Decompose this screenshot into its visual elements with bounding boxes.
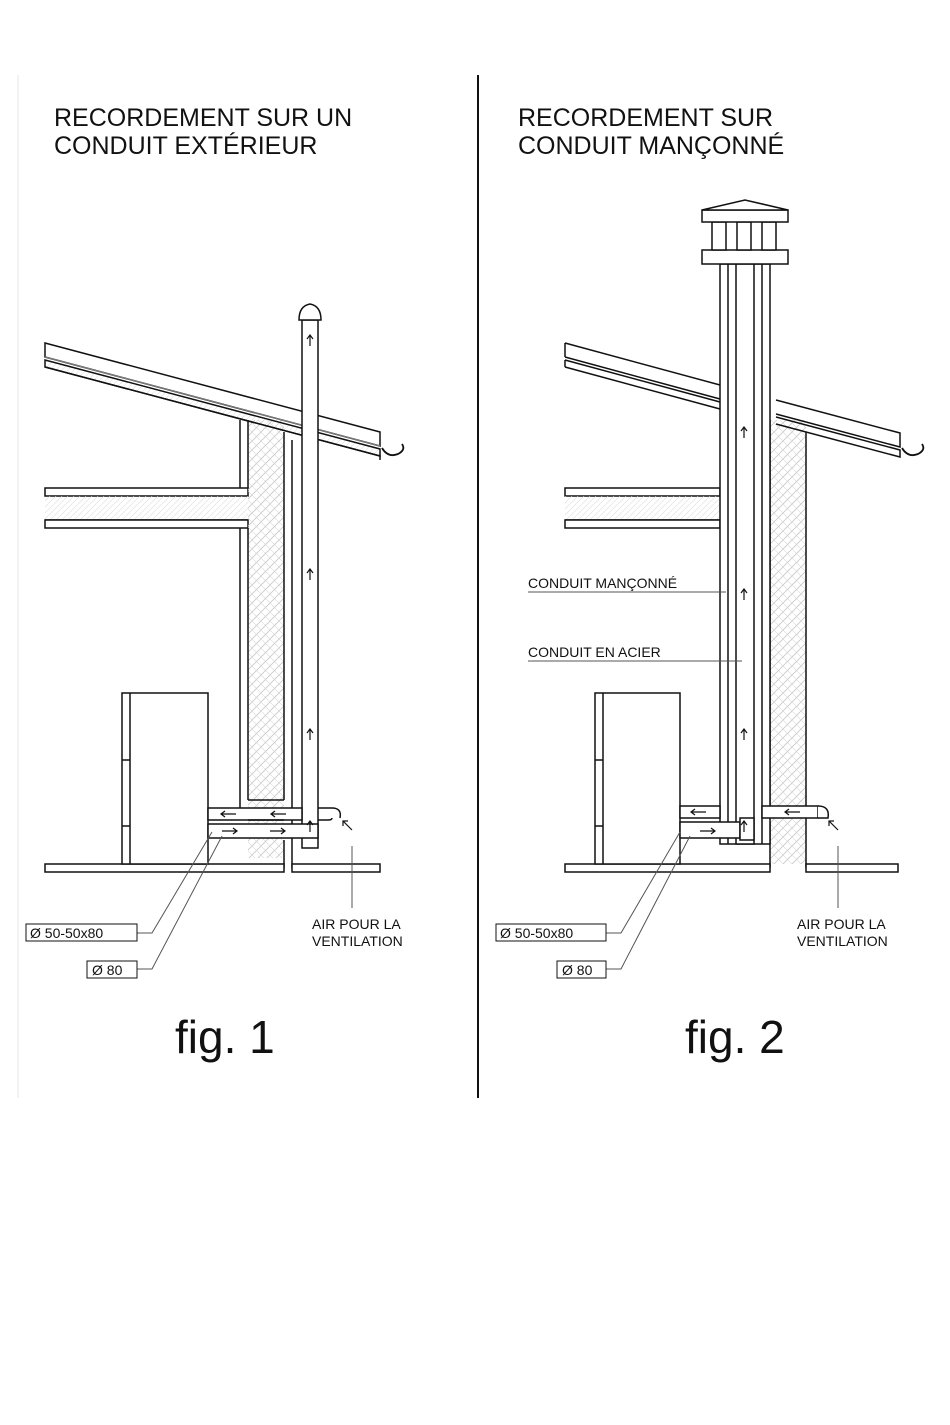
fig2-single-label: Ø 80 — [562, 962, 593, 978]
fig2-title-line2: CONDUIT MANÇONNÉ — [518, 131, 784, 160]
fig1-upper-floor — [45, 488, 248, 528]
fig2-coaxial-label: Ø 50-50x80 — [500, 925, 573, 941]
fig2-ground — [565, 864, 898, 872]
fig1-roof — [45, 343, 403, 460]
fig2-wall — [770, 420, 806, 868]
fig1-coaxial-label: Ø 50-50x80 — [30, 925, 103, 941]
fig2-caption: fig. 2 — [685, 1011, 785, 1063]
fig1-wall — [240, 420, 292, 868]
fig1-boiler — [122, 693, 208, 864]
figure-2: RECORDEMENT SUR CONDUIT MANÇONNÉ — [496, 104, 923, 1063]
fig1-air-label-line1: AIR POUR LA — [312, 916, 401, 932]
fig1-caption: fig. 1 — [175, 1011, 275, 1063]
fig1-title-line2: CONDUIT EXTÉRIEUR — [54, 131, 317, 160]
fig2-boiler — [595, 693, 680, 864]
fig2-steel-label: CONDUIT EN ACIER — [528, 644, 661, 660]
fig2-air-label-line1: AIR POUR LA — [797, 916, 886, 932]
fig2-title-line1: RECORDEMENT SUR — [518, 104, 773, 132]
fig2-masonry-label: CONDUIT MANÇONNÉ — [528, 575, 677, 591]
fig1-ground — [45, 864, 380, 872]
figure-1: RECORDEMENT SUR UN CONDUIT EXTÉRIEUR — [26, 104, 403, 1063]
fig2-upper-floor — [565, 488, 720, 528]
fig2-air-label-line2: VENTILATION — [797, 933, 888, 949]
fig1-single-label: Ø 80 — [92, 962, 123, 978]
fig1-air-label-line2: VENTILATION — [312, 933, 403, 949]
fig1-title-line1: RECORDEMENT SUR UN — [54, 104, 352, 132]
